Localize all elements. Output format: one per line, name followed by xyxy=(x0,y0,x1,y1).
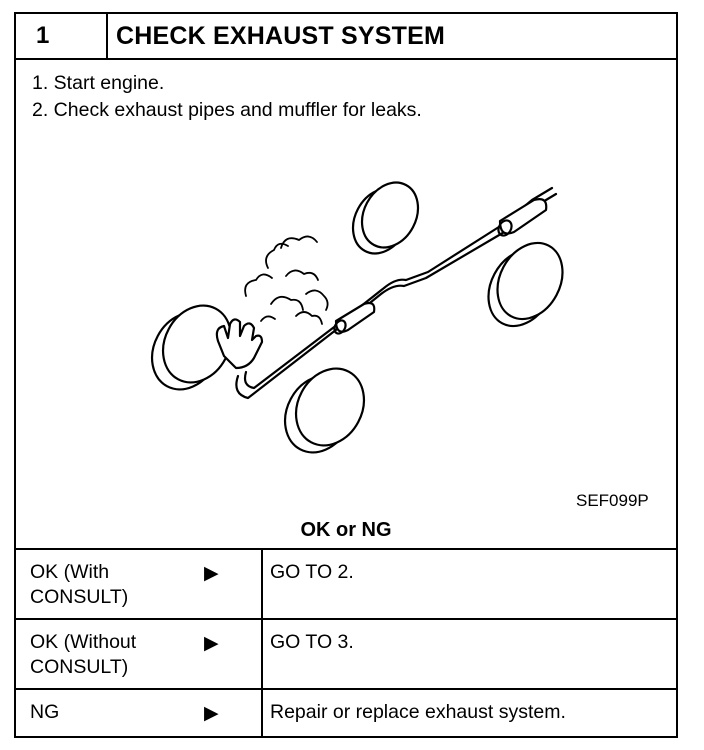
result-action: GO TO 3. xyxy=(270,631,354,653)
procedure-box: 1 CHECK EXHAUST SYSTEM 1. Start engine. … xyxy=(14,12,678,738)
result-row-ng: NG ▶ Repair or replace exhaust system. xyxy=(16,688,676,736)
result-condition: OK (With CONSULT) xyxy=(30,560,128,610)
arrow-right-icon: ▶ xyxy=(204,563,219,584)
result-action: GO TO 2. xyxy=(270,561,354,583)
wheel-rear-right xyxy=(487,241,564,328)
wheel-front-right xyxy=(283,367,366,454)
hand-icon xyxy=(215,318,264,370)
instruction-item: 1. Start engine. xyxy=(32,72,165,94)
condition-line: OK (With xyxy=(30,561,110,583)
condition-line: CONSULT) xyxy=(30,656,129,678)
result-question: OK or NG xyxy=(300,519,392,541)
exhaust-pipe xyxy=(235,186,558,400)
result-condition: OK (Without CONSULT) xyxy=(30,630,136,680)
result-condition: NG xyxy=(30,700,59,725)
instruction-list: 1. Start engine. 2. Check exhaust pipes … xyxy=(32,70,422,124)
center-muffler xyxy=(333,301,376,335)
column-divider xyxy=(261,548,263,736)
result-row-ok-without-consult: OK (Without CONSULT) ▶ GO TO 3. xyxy=(16,618,676,688)
result-action: Repair or replace exhaust system. xyxy=(270,701,566,723)
condition-line: NG xyxy=(30,701,60,723)
condition-line: OK (Without xyxy=(30,631,137,653)
exhaust-smoke xyxy=(244,235,329,325)
result-row-ok-with-consult: OK (With CONSULT) ▶ GO TO 2. xyxy=(16,548,676,618)
main-muffler xyxy=(497,198,548,237)
wheel-front-left xyxy=(150,304,233,391)
arrow-right-icon: ▶ xyxy=(204,633,219,654)
arrow-right-icon: ▶ xyxy=(204,703,219,724)
instruction-item: 2. Check exhaust pipes and muffler for l… xyxy=(32,99,422,121)
wheel-rear-left xyxy=(351,181,420,255)
condition-line: CONSULT) xyxy=(30,586,129,608)
step-header: 1 CHECK EXHAUST SYSTEM xyxy=(16,14,676,60)
step-number: 1 xyxy=(16,14,108,58)
figure-code: SEF099P xyxy=(576,491,649,510)
exhaust-system-illustration xyxy=(150,181,564,454)
step-title: CHECK EXHAUST SYSTEM xyxy=(116,22,446,50)
result-table: OK (With CONSULT) ▶ GO TO 2. OK (Without… xyxy=(16,548,676,736)
